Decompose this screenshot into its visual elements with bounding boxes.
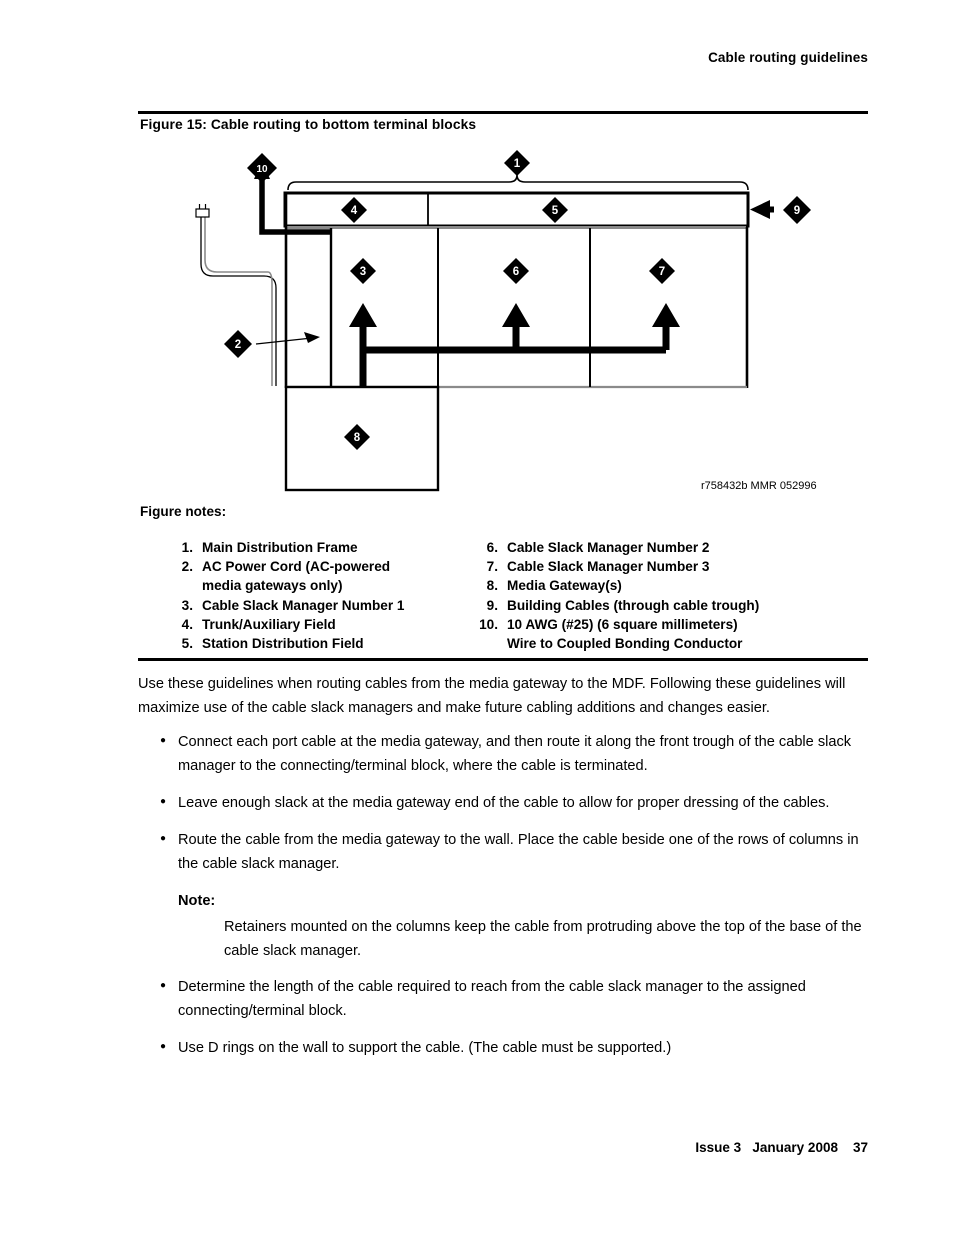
callout-5-label: 5 xyxy=(552,205,559,217)
callout-10-label: 10 xyxy=(256,164,268,175)
figure-note-item: 6. Cable Slack Manager Number 2 xyxy=(470,538,860,557)
figure-artwork: 1 2 3 4 5 6 7 8 xyxy=(195,150,817,492)
note-label: Note: xyxy=(178,893,216,909)
callout-6: 6 xyxy=(503,258,529,284)
note-body: Retainers mounted on the columns keep th… xyxy=(224,919,862,959)
figure-note-text: Building Cables (through cable trough) xyxy=(507,597,760,613)
figure-note-continuation: Wire to Coupled Bonding Conductor xyxy=(507,636,743,652)
figure-note-item: 3. Cable Slack Manager Number 1 xyxy=(165,596,505,615)
figure-note-text: Trunk/Auxiliary Field xyxy=(202,616,336,632)
figure-note-number: 4. xyxy=(181,616,193,632)
figure-note-text: AC Power Cord (AC-powered xyxy=(202,559,391,575)
callout-7-label: 7 xyxy=(659,266,665,278)
figure-note-item: 10. 10 AWG (#25) (6 square millimeters) xyxy=(470,615,860,634)
callout-3-label: 3 xyxy=(360,266,366,278)
callout-10: 10 xyxy=(247,153,277,183)
figure-note-text: 10 AWG (#25) (6 square millimeters) xyxy=(507,616,738,632)
figure-notes-left-column: 1. Main Distribution Frame 2. AC Power C… xyxy=(165,538,505,653)
callout-2: 2 xyxy=(224,330,252,358)
bullet-item: Connect each port cable at the media gat… xyxy=(138,729,864,778)
callout-7: 7 xyxy=(649,258,675,284)
figure-note-number: 1. xyxy=(181,540,193,555)
figure-bottom-rule xyxy=(138,658,868,661)
running-head: Cable routing guidelines xyxy=(708,50,868,65)
callout-4: 4 xyxy=(341,197,367,223)
mdf-brace xyxy=(287,174,749,191)
figure-note-item: 2. AC Power Cord (AC-powered xyxy=(165,557,505,576)
figure-notes-right-column: 6. Cable Slack Manager Number 2 7. Cable… xyxy=(470,538,860,653)
callout-3: 3 xyxy=(350,258,376,284)
figure-note-text: Media Gateway(s) xyxy=(507,578,622,594)
figure-note-number: 9. xyxy=(486,597,498,613)
figure-caption: Figure 15: Cable routing to bottom termi… xyxy=(140,117,477,132)
figure-note-number: 6. xyxy=(486,540,498,555)
figure-note-number: 2. xyxy=(181,559,193,575)
figure-note-number: 10. xyxy=(479,616,498,632)
figure-art-code: r758432b MMR 052996 xyxy=(701,480,817,492)
body-copy: Use these guidelines when routing cables… xyxy=(138,672,864,1073)
callout-8-label: 8 xyxy=(354,432,361,444)
bullet-item: Use D rings on the wall to support the c… xyxy=(138,1035,864,1060)
callout-1-label: 1 xyxy=(514,158,521,170)
figure-note-text: Cable Slack Manager Number 2 xyxy=(507,540,710,555)
figure-note-number: 7. xyxy=(486,559,498,575)
bullet-item: Leave enough slack at the media gateway … xyxy=(138,790,864,815)
intro-paragraph: Use these guidelines when routing cables… xyxy=(138,676,846,716)
figure-note-item: 1. Main Distribution Frame xyxy=(165,538,505,557)
figure-note-number: 3. xyxy=(181,597,193,613)
figure-note-item: 8. Media Gateway(s) xyxy=(470,576,860,595)
bullet-item: Route the cable from the media gateway t… xyxy=(138,827,864,876)
figure-note-text: Cable Slack Manager Number 3 xyxy=(507,559,710,575)
figure-note-number: 8. xyxy=(486,578,498,594)
callout-1: 1 xyxy=(504,150,530,176)
callout-9: 9 xyxy=(783,196,811,224)
building-cables-arrow xyxy=(750,200,774,219)
callout-4-label: 4 xyxy=(351,205,358,217)
figure-notes-title: Figure notes: xyxy=(140,504,227,519)
page-footer: Issue 3 January 2008 37 xyxy=(695,1140,868,1155)
figure-top-rule xyxy=(138,111,868,114)
callout-8: 8 xyxy=(344,424,370,450)
ac-plug-icon xyxy=(195,204,210,218)
figure-note-continuation: media gateways only) xyxy=(202,578,343,594)
callout-9-label: 9 xyxy=(794,205,800,217)
figure-note-item: 9. Building Cables (through cable trough… xyxy=(470,596,860,615)
ac-power-cord xyxy=(195,204,277,386)
callout-5: 5 xyxy=(542,197,568,223)
figure-note-item: 5. Station Distribution Field xyxy=(165,634,505,653)
callout-6-label: 6 xyxy=(513,266,519,278)
figure-note-text: Cable Slack Manager Number 1 xyxy=(202,597,405,613)
cable-routing-path xyxy=(349,303,680,386)
figure-note-number: 5. xyxy=(181,636,193,652)
bullet-item: Determine the length of the cable requir… xyxy=(138,974,864,1023)
callout-2-leader xyxy=(255,332,320,345)
figure-note-text: Main Distribution Frame xyxy=(202,540,358,555)
figure-note-item: 4. Trunk/Auxiliary Field xyxy=(165,615,505,634)
note-block: Note: Retainers mounted on the columns k… xyxy=(138,889,864,963)
figure-note-item: 7. Cable Slack Manager Number 3 xyxy=(470,557,860,576)
figure-note-text: Station Distribution Field xyxy=(202,636,364,652)
callout-2-label: 2 xyxy=(235,339,241,351)
